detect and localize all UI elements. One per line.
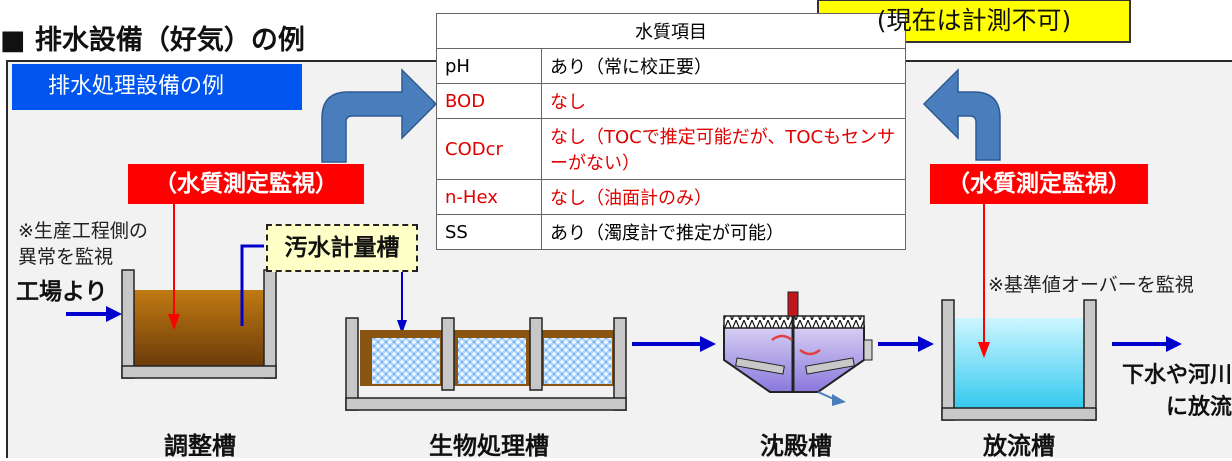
note-standard: ※基準値オーバーを監視: [988, 274, 1194, 296]
biological-tank: [345, 317, 627, 411]
panel-label: 排水処理設備の例: [12, 64, 302, 110]
table-header-row: 水質項目: [436, 13, 906, 49]
callout-text: (現在は計測不可): [876, 6, 1072, 35]
sewage-meter-tank-label: 汚水計量槽: [266, 224, 418, 272]
water-quality-table: 水質項目 pH あり（常に校正要） BOD なし CODcr なし（TOCで推定…: [436, 13, 906, 250]
discharge-label-line2: に放流: [1165, 395, 1232, 420]
settling-tank: [723, 291, 873, 406]
status-cell: あり（常に校正要）: [541, 48, 906, 84]
inflow-label: 工場より: [16, 279, 108, 305]
adjustment-tank: [121, 269, 277, 379]
biological-tank-label: 生物処理槽: [429, 432, 549, 460]
discharge-label: 下水や河川 に放流: [1112, 360, 1232, 424]
item-cell: n-Hex: [436, 179, 542, 215]
note-production-line1: ※生産工程側の: [18, 220, 148, 242]
item-cell: pH: [436, 48, 542, 84]
table-row: BOD なし: [436, 83, 906, 119]
monitor-box-left: （水質測定監視）: [128, 164, 364, 204]
status-cell: なし: [541, 83, 906, 119]
discharge-tank: [941, 299, 1097, 421]
curved-arrow-left: [321, 68, 438, 163]
table-row: CODcr なし（TOCで推定可能だが、TOCもセンサーがない）: [436, 118, 906, 180]
monitor-box-right: （水質測定監視）: [930, 164, 1148, 204]
item-cell: SS: [436, 214, 542, 250]
curved-arrow-right: [922, 68, 1001, 161]
status-cell: あり（濁度計で推定が可能）: [541, 214, 906, 250]
settling-tank-label: 沈殿槽: [760, 432, 832, 460]
status-cell: なし（TOCで推定可能だが、TOCもセンサーがない）: [541, 118, 906, 180]
note-production-line2: 異常を監視: [18, 246, 114, 268]
table-row: pH あり（常に校正要）: [436, 48, 906, 84]
discharge-label-line1: 下水や河川: [1121, 363, 1232, 388]
item-cell: CODcr: [436, 118, 542, 180]
item-cell: BOD: [436, 83, 542, 119]
status-cell: なし（油面計のみ）: [541, 179, 906, 215]
table-row: SS あり（濁度計で推定が可能）: [436, 214, 906, 250]
sewage-meter-pipe: [240, 244, 264, 326]
adjustment-tank-label: 調整槽: [164, 432, 236, 460]
page-title: ■ 排水設備（好気）の例: [0, 25, 305, 56]
table-row: n-Hex なし（油面計のみ）: [436, 179, 906, 215]
discharge-tank-label: 放流槽: [983, 432, 1055, 460]
table-header: 水質項目: [436, 13, 906, 49]
